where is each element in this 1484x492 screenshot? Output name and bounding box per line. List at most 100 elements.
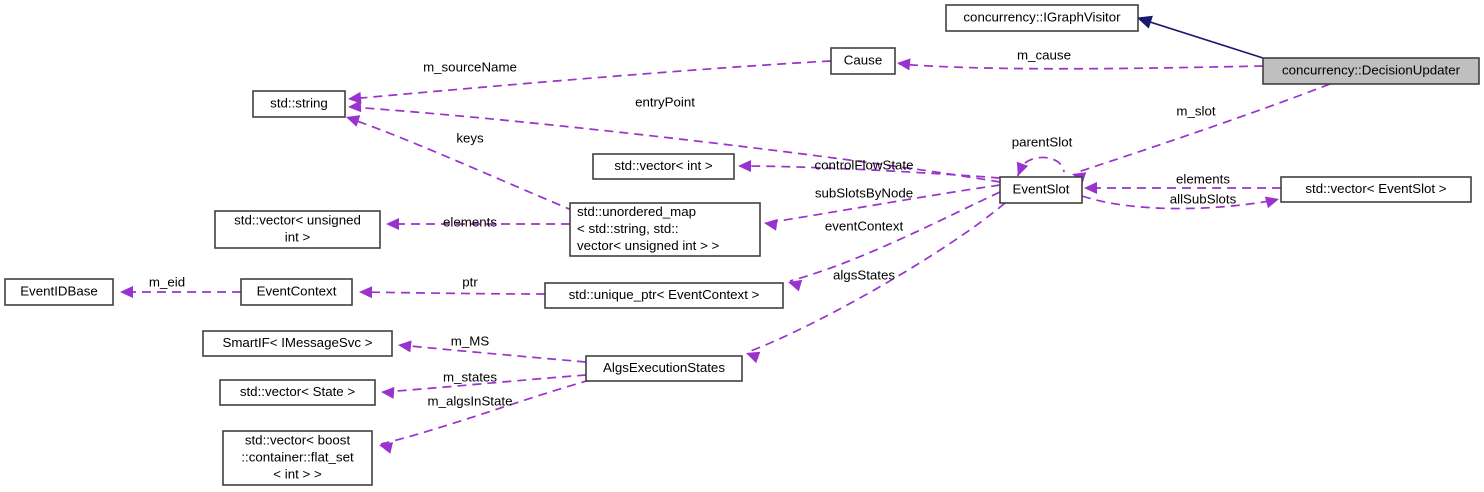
- nodes-layer: concurrency::IGraphVisitorconcurrency::I…: [4, 4, 1480, 486]
- node-label: std::unique_ptr< EventContext >: [569, 287, 760, 302]
- node-box[interactable]: [252, 90, 346, 118]
- node-label: AlgsExecutionStates: [603, 360, 725, 375]
- arrowhead-usage: [746, 351, 761, 364]
- arrowhead-usage: [1084, 182, 1097, 194]
- arrowhead-usage: [386, 218, 399, 230]
- arrowhead-usage: [359, 286, 373, 299]
- arrowhead-usage: [379, 442, 394, 454]
- edge-label: m_states: [443, 370, 497, 385]
- arrowhead-usage: [897, 58, 911, 71]
- edge-label: subSlotsByNode: [815, 186, 913, 201]
- edge-label: algsStates: [833, 268, 895, 283]
- arrowhead-usage: [788, 279, 803, 292]
- node-unorderedmap[interactable]: std::unordered_map< std::string, std::ve…: [569, 202, 761, 257]
- edge-label: entryPoint: [635, 95, 695, 110]
- edge-label: elements: [443, 215, 497, 230]
- edge-e-vectoruint-map: [386, 218, 570, 230]
- edge-e-vectorstate-algs: [381, 374, 587, 399]
- edge-label: m_algsInState: [427, 394, 512, 409]
- node-box[interactable]: [945, 4, 1139, 32]
- node-label: std::vector< State >: [240, 384, 356, 399]
- node-box[interactable]: [1280, 176, 1472, 203]
- node-decisionupdater[interactable]: concurrency::DecisionUpdaterconcurrency:…: [1262, 57, 1480, 85]
- node-box[interactable]: [202, 330, 393, 357]
- edge-e-inherit-du-igv: [1127, 14, 1264, 59]
- edge-label: controlFlowState: [814, 158, 913, 173]
- edge-labels-layer: m_causem_sourceNameentryPointkeyscontrol…: [149, 48, 1237, 409]
- arrowhead-usage: [120, 286, 133, 298]
- node-box[interactable]: [830, 47, 896, 75]
- edge-e-string-map-keys: [346, 115, 575, 212]
- edge-line-usage: [747, 202, 1006, 353]
- node-eventcontext[interactable]: EventContextEventContext: [240, 278, 353, 306]
- node-label: concurrency::DecisionUpdater: [1282, 63, 1461, 78]
- arrowhead-inheritance: [1136, 15, 1153, 29]
- node-label: ::container::flat_set: [241, 450, 354, 465]
- edge-label: elements: [1176, 172, 1230, 187]
- edge-e-eventslot-parentslot: [1016, 156, 1065, 177]
- node-label: EventSlot: [1013, 182, 1070, 197]
- node-label: vector< unsigned int > >: [577, 238, 720, 253]
- edge-e-smartif-algs: [398, 340, 587, 363]
- edge-label: m_slot: [1176, 104, 1215, 119]
- edge-label: m_cause: [1017, 48, 1071, 63]
- node-label: std::unordered_map: [577, 204, 696, 219]
- node-box[interactable]: [219, 379, 376, 406]
- node-smartif[interactable]: SmartIF< IMessageSvc >SmartIF< IMessageS…: [202, 330, 393, 357]
- node-box[interactable]: [1262, 57, 1480, 85]
- arrowhead-usage: [764, 218, 778, 231]
- node-label: < std::string, std::: [577, 221, 679, 236]
- edge-line-usage: [898, 63, 1264, 70]
- node-box[interactable]: [544, 282, 784, 309]
- node-algsexec[interactable]: AlgsExecutionStatesAlgsExecutionStates: [585, 355, 743, 382]
- node-box[interactable]: [222, 430, 373, 486]
- arrowhead-usage: [1264, 196, 1279, 209]
- node-box[interactable]: [214, 210, 381, 249]
- node-eventslot[interactable]: EventSlotEventSlot: [999, 176, 1083, 204]
- edge-line-usage: [765, 184, 1001, 224]
- edge-e-string-eventslot-entry: [348, 100, 1001, 183]
- edge-line-usage: [349, 60, 832, 100]
- edge-line-usage: [1081, 195, 1276, 210]
- edge-line-usage: [739, 165, 1001, 179]
- node-cause[interactable]: CauseCause: [830, 47, 896, 75]
- edge-line-usage: [349, 106, 1001, 183]
- edge-e-uniqueptr-eventslot: [788, 191, 1001, 292]
- arrowhead-usage: [348, 100, 362, 113]
- node-vectoreventslot[interactable]: std::vector< EventSlot >std::vector< Eve…: [1280, 176, 1472, 203]
- edge-label: parentSlot: [1012, 135, 1073, 150]
- node-label: std::vector< boost: [245, 433, 351, 448]
- node-label: < int > >: [273, 467, 322, 482]
- node-label: concurrency::IGraphVisitor: [963, 10, 1121, 25]
- edge-line-usage: [380, 379, 591, 445]
- node-label: EventIDBase: [20, 284, 98, 299]
- arrowhead-usage: [346, 115, 361, 127]
- edge-line-usage: [1074, 83, 1331, 174]
- edge-e-eventidbase-ctx: [120, 286, 241, 298]
- edge-label: m_MS: [451, 334, 490, 349]
- node-igraphvisitor[interactable]: concurrency::IGraphVisitorconcurrency::I…: [945, 4, 1139, 32]
- node-box[interactable]: [569, 202, 761, 257]
- node-eventidbase[interactable]: EventIDBaseEventIDBase: [4, 278, 114, 306]
- node-uniqueptr[interactable]: std::unique_ptr< EventContext >std::uniq…: [544, 282, 784, 309]
- node-vectorint[interactable]: std::vector< int >std::vector< int >: [592, 153, 735, 180]
- node-box[interactable]: [585, 355, 743, 382]
- node-box[interactable]: [240, 278, 353, 306]
- edges-layer: [120, 14, 1331, 454]
- node-vectorflatset[interactable]: std::vector< boost::container::flat_set<…: [222, 430, 373, 486]
- node-box[interactable]: [4, 278, 114, 306]
- node-box[interactable]: [999, 176, 1083, 204]
- node-vectorstate[interactable]: std::vector< State >std::vector< State >: [219, 379, 376, 406]
- edge-e-algsexec-eventslot: [746, 202, 1006, 364]
- arrowhead-usage: [381, 386, 395, 399]
- edge-line-usage: [382, 374, 587, 393]
- edge-e-eventslot-elements: [1084, 182, 1281, 194]
- node-box[interactable]: [592, 153, 735, 180]
- node-label: EventContext: [257, 284, 337, 299]
- node-label: std::string: [270, 96, 328, 111]
- edge-e-cause-du: [897, 58, 1264, 71]
- node-label: SmartIF< IMessageSvc >: [222, 335, 372, 350]
